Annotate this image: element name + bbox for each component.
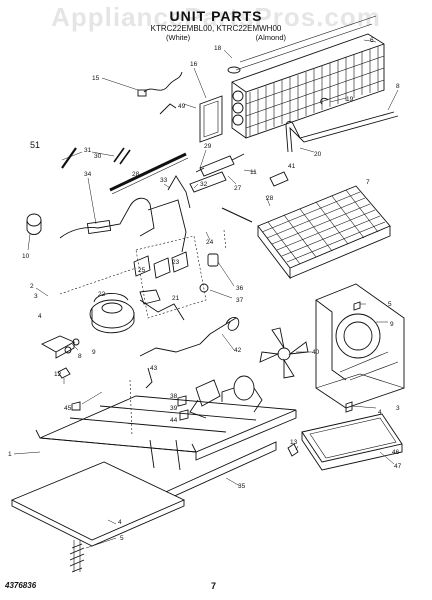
document-part-number: 4376836	[5, 581, 37, 590]
legend-white: (White)	[166, 33, 191, 42]
callout-7: 7	[366, 179, 370, 186]
callout-49: 49	[178, 103, 186, 110]
callout-5: 5	[388, 301, 392, 308]
callout-1: 1	[8, 451, 12, 458]
callout-2: 2	[30, 283, 34, 290]
callout-42: 42	[234, 347, 242, 354]
callout-3: 3	[34, 293, 38, 300]
callout-29: 29	[204, 143, 212, 150]
callout-25: 25	[138, 267, 146, 274]
callout-21: 21	[172, 295, 180, 302]
model-number: KTRC22EMBL00, KTRC22EMWH00	[150, 24, 282, 33]
callout-30: 30	[94, 153, 102, 160]
callout-labels: 6 18 16 15 49 19 8 51 31 30 29 20 28 33 …	[8, 37, 402, 542]
legend-almond: (Almond)	[255, 33, 286, 42]
callout-41: 41	[288, 163, 296, 170]
callout-37: 37	[236, 297, 244, 304]
callout-4b: 4	[118, 519, 122, 526]
callout-40: 40	[312, 349, 320, 356]
callout-38: 38	[170, 393, 178, 400]
filter-drier	[199, 155, 235, 177]
callout-44: 44	[170, 417, 178, 424]
callout-18: 18	[214, 45, 222, 52]
callout-4r: 4	[378, 409, 382, 416]
callout-5b: 5	[120, 535, 124, 542]
watermark: AppliancePartsPros.com	[51, 2, 381, 32]
callout-26: 27	[234, 185, 242, 192]
evaporator-coil	[257, 185, 391, 280]
callout-3b: 3	[396, 405, 400, 412]
callout-36: 36	[236, 285, 244, 292]
suction-line	[59, 197, 155, 239]
compressor	[89, 293, 135, 334]
callout-19: 19	[346, 96, 354, 103]
callout-33: 33	[160, 177, 168, 184]
color-legend: (White) (Almond)	[166, 33, 286, 42]
callout-31: 31	[84, 147, 92, 154]
callout-34: 34	[84, 171, 92, 178]
fan-motor	[189, 375, 263, 419]
callout-6: 6	[370, 37, 374, 44]
page-title: UNIT PARTS	[169, 8, 263, 24]
drain-tube	[285, 111, 395, 153]
callout-27: 28	[266, 195, 274, 202]
callout-4: 4	[38, 313, 42, 320]
condenser-fan	[259, 327, 309, 379]
callout-43: 43	[150, 365, 158, 372]
spring-grommet	[69, 543, 85, 573]
callout-15: 15	[92, 75, 100, 82]
callout-8b: 8	[78, 353, 82, 360]
callout-11: 11	[250, 169, 257, 176]
callout-32: 32	[200, 181, 208, 188]
compressor-cover	[10, 461, 186, 547]
callout-28: 28	[132, 171, 140, 178]
callout-51: 51	[30, 140, 40, 150]
callout-45: 45	[64, 405, 72, 412]
wire-harness	[143, 71, 183, 93]
callout-22: 22	[98, 291, 106, 298]
callout-9r: 9	[390, 321, 394, 328]
callout-12: 12	[54, 371, 62, 378]
condenser-coil	[231, 15, 385, 139]
callout-9: 9	[92, 349, 96, 356]
callout-39: 39	[170, 405, 178, 412]
callout-8: 8	[396, 83, 400, 90]
callout-35: 35	[238, 483, 246, 490]
callout-10: 10	[22, 253, 30, 260]
drain-pan	[301, 413, 403, 471]
callout-23: 23	[172, 259, 180, 266]
callout-20: 20	[314, 151, 322, 158]
callout-46: 46	[392, 449, 400, 456]
callout-16: 16	[190, 61, 198, 68]
condenser-bracket	[199, 95, 223, 143]
callout-24: 24	[206, 239, 214, 246]
callout-13: 13	[290, 439, 298, 446]
page-number: 7	[211, 581, 217, 591]
callout-47: 47	[394, 463, 402, 470]
fan-shroud	[315, 283, 405, 409]
